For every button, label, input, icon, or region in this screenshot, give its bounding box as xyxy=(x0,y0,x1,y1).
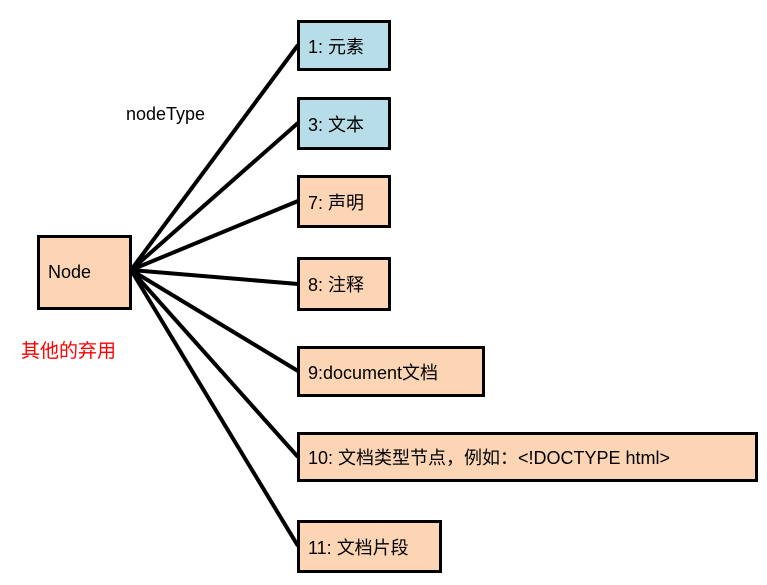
type-label: 1: 元素 xyxy=(308,36,365,57)
type-box-document: 9:document文档 xyxy=(297,346,485,397)
type-box-element: 1: 元素 xyxy=(297,20,391,71)
type-box-fragment: 11: 文档片段 xyxy=(297,520,442,573)
type-label: 8: 注释 xyxy=(308,275,365,295)
edge-t11 xyxy=(129,268,300,548)
edge-t1 xyxy=(129,43,300,272)
edge-label-nodetype: nodeType xyxy=(126,104,206,124)
deprecated-note: 其他的弃用 xyxy=(21,341,117,362)
edge-t8 xyxy=(130,268,299,286)
edge-t9 xyxy=(129,268,300,373)
type-label: 9:document文档 xyxy=(308,362,439,383)
type-label: 3: 文本 xyxy=(308,114,365,135)
type-box-doctype: 10: 文档类型节点，例如：<!DOCTYPE html> xyxy=(297,432,758,482)
type-label: 7: 声明 xyxy=(308,192,365,213)
node-root-box: Node xyxy=(37,235,132,310)
type-label: 10: 文档类型节点，例如：<!DOCTYPE html> xyxy=(308,448,671,468)
edge-t10 xyxy=(129,268,300,459)
node-root-label: Node xyxy=(48,262,92,282)
type-box-comment: 8: 注释 xyxy=(297,257,391,311)
type-box-text: 3: 文本 xyxy=(297,97,391,150)
edge-t3 xyxy=(129,121,300,272)
type-box-declaration: 7: 声明 xyxy=(297,175,391,228)
type-label: 11: 文档片段 xyxy=(308,537,409,558)
edge-t7 xyxy=(130,199,299,272)
